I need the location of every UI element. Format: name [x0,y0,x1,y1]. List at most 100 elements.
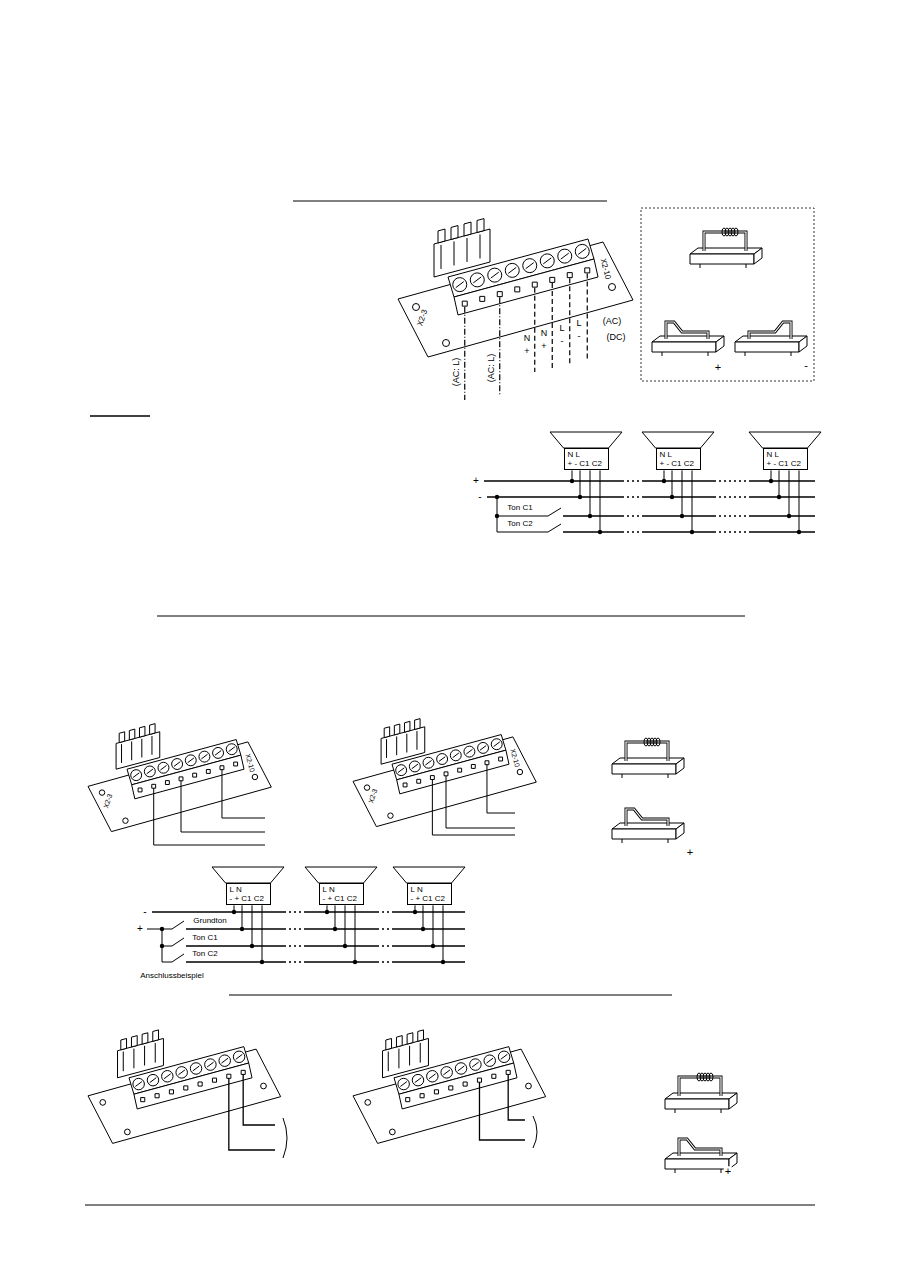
bus-wire [714,480,749,482]
bus-wire [284,928,305,929]
switch-feed [162,929,172,930]
terminal-opening [477,1078,481,1082]
terminal-opening [458,768,462,772]
jumper-body [716,336,724,352]
wire-label: N [540,329,549,338]
screw-slot [466,749,472,754]
mounting-hole [364,785,369,790]
switch-feed [162,962,172,963]
screw-slot [160,765,166,770]
jumper-pin [622,774,623,778]
terminal-text: + - C1 C2 [568,459,605,468]
supply-wire [534,288,535,372]
screw-slot [543,258,551,264]
terminal-board [398,219,633,357]
signal-label: Ton C2 [191,950,218,958]
plug-pin [119,732,124,743]
bus-wire [377,945,393,946]
screw [558,249,572,263]
terminal-opening [515,287,520,292]
jumper-wire [679,1139,721,1156]
screw [199,751,210,762]
coil-turn [734,228,738,236]
wire-label: (AC: L) [452,357,461,388]
terminal-opening [585,268,590,273]
jumper-pin [708,352,709,356]
screw-slot [486,1058,493,1063]
mounting-hole [517,769,522,774]
junction-dot [333,927,337,931]
terminal-opening [169,1090,173,1094]
horn-cone [642,432,714,448]
bus-polarity: + [136,924,144,935]
plug [434,229,490,277]
screw-slot [508,267,516,273]
plug-pin [438,229,445,243]
screw-slot [207,1062,214,1067]
plug [383,1038,429,1077]
screw-slot [398,768,404,773]
terminal-block [132,755,244,799]
horn-cone [749,432,821,448]
caption-note: Anschlussbeispiel [139,972,205,980]
screw [396,765,407,776]
screw [144,766,155,777]
terminal-block [454,259,598,315]
bus-wire [622,531,642,533]
plug [381,727,425,764]
terminal-opening [220,766,224,770]
terminal-opening [212,1078,216,1082]
horn-drop [355,905,356,962]
junction-dot [232,910,236,914]
jumper-pin [721,1169,722,1173]
terminal-text: L N [323,885,360,894]
screw [176,1067,187,1078]
terminal-opening [550,277,555,282]
junction-dot [570,479,574,483]
plug-ridge [131,741,132,760]
plug-ridge [396,736,397,755]
bus-wire [563,531,622,533]
terminal-name: X2-3 [102,792,114,810]
junction-dot [588,514,592,518]
terminal-opening [444,772,448,776]
terminal-opening [406,1098,410,1102]
mounting-hole [261,1083,267,1089]
screw [523,259,537,273]
screw-slot [174,762,180,767]
screw [464,746,475,757]
screw [172,759,183,770]
jumper-pin [622,839,623,843]
horn-drop [443,905,444,962]
signal-wire [479,1082,525,1140]
horn-terminal-box: N L+ - C1 C2 [564,448,609,470]
junction-dot [598,530,602,534]
screw-slot [178,1070,185,1075]
screw-slot [429,1074,436,1079]
jumper-body [652,342,716,352]
junction-dot [325,910,329,914]
plug-pin [396,1036,402,1047]
jumper-body [612,823,684,829]
supply-wire [569,278,570,364]
screw [158,762,169,773]
plug-pin [404,721,409,732]
plug-pin [150,724,155,735]
plug-ridge [454,241,455,265]
terminal-opening [480,296,485,301]
signal-wire [446,776,515,828]
bus-wire [377,911,393,912]
horn-drop [433,905,434,946]
switch-contact [548,524,561,532]
jumper-body [652,336,724,342]
switch-contact [172,921,184,929]
polarity-mark: + [686,847,694,859]
terminal-opening [499,757,503,761]
signal-wire [243,1074,275,1125]
horn-terminal-box: N L+ - C1 C2 [763,448,808,470]
screw-slot [425,760,431,765]
bus-wire [393,911,465,912]
screw [441,1067,452,1078]
terminal-text: - + C1 C2 [230,894,267,903]
